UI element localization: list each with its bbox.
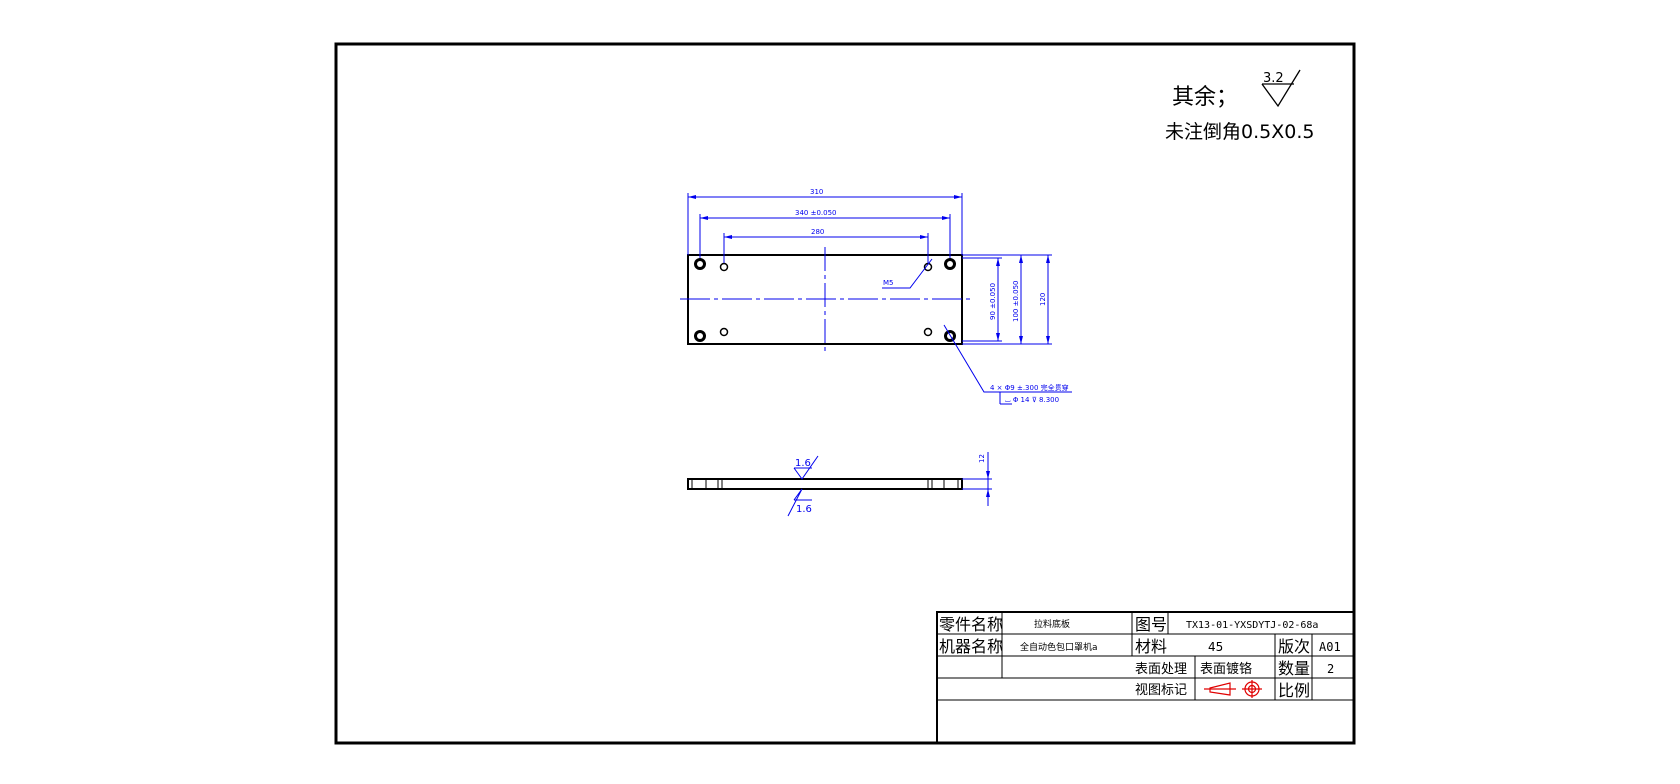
tap-hole-tl [719, 262, 729, 272]
dim-100-label: 100 ±0.050 [1012, 281, 1020, 323]
dim-280-label: 280 [811, 228, 824, 236]
roughness-top-label: 1.6 [795, 458, 811, 469]
remaining-label: 其余； [1172, 85, 1238, 110]
drawing-no-value: TX13-01-YXSDYTJ-02-68a [1186, 620, 1318, 631]
scale-label: 比例 [1278, 681, 1310, 700]
hole-callout-line1: 4 × Φ9 ±.300 完全贯穿 [990, 383, 1069, 392]
remaining-roughness-value: 3.2 [1263, 71, 1284, 86]
dim-310-label: 310 [810, 188, 823, 196]
roughness-bottom-label: 1.6 [796, 504, 812, 515]
corner-hole-bl [694, 330, 706, 342]
sheet-border [334, 42, 1356, 745]
roughness-symbol-icon: 3.2 [1261, 69, 1301, 108]
dim-340-label: 340 ±0.050 [795, 209, 837, 217]
surface-treatment-label: 表面处理 [1135, 662, 1187, 677]
corner-hole-tr [944, 258, 956, 270]
dim-120-label: 120 [1039, 293, 1047, 306]
corner-hole-tl [694, 258, 706, 270]
quantity-value: 2 [1327, 662, 1334, 676]
leader-m5 [882, 258, 933, 289]
side-outline [687, 478, 963, 490]
material-value: 45 [1208, 640, 1223, 654]
part-name-label: 零件名称 [939, 615, 1003, 634]
revision-label: 版次 [1278, 637, 1310, 656]
roughness-top-icon [793, 455, 819, 480]
tap-hole-bl [719, 327, 729, 337]
plan-view: 310 340 ±0.050 280 M5 90 ±0.050 100 ±0.0… [680, 188, 1072, 405]
tap-hole-br [923, 327, 933, 337]
projection-symbol-icon [1204, 680, 1262, 698]
part-name-value: 拉料底板 [1034, 618, 1070, 630]
material-label: 材料 [1135, 637, 1167, 656]
side-view: 12 1.6 1.6 [687, 452, 992, 517]
machine-name-value: 全自动色包口罩机a [1020, 641, 1098, 653]
chamfer-note: 未注倒角0.5X0.5 [1165, 121, 1314, 143]
leader-hole [943, 324, 1072, 393]
view-mark-label: 视图标记 [1135, 683, 1187, 698]
drawing-no-label: 图号 [1135, 615, 1167, 634]
surface-treatment-value: 表面镀铬 [1200, 661, 1252, 677]
dim-12-label: 12 [978, 454, 986, 463]
dim-90-label: 90 ±0.050 [989, 283, 997, 320]
quantity-label: 数量 [1278, 659, 1310, 678]
revision-value: A01 [1319, 640, 1341, 654]
roughness-bottom-icon [787, 488, 803, 517]
title-block: 零件名称 拉料底板 图号 TX13-01-YXSDYTJ-02-68a 机器名称… [936, 611, 1355, 744]
tap-label: M5 [883, 279, 894, 287]
machine-name-label: 机器名称 [939, 637, 1003, 656]
hole-callout-line2: ⌴ Φ 14 ⊽ 8.300 [1005, 396, 1059, 404]
